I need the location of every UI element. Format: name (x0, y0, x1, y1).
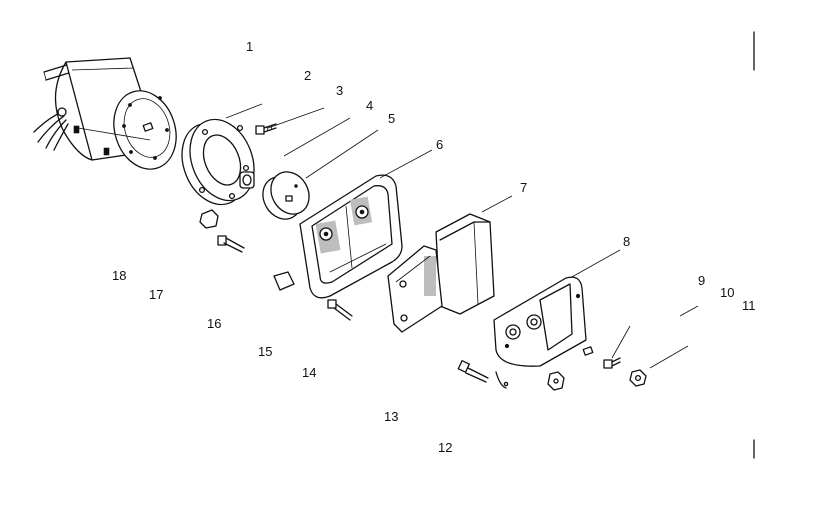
callout-2: 2 (304, 68, 312, 83)
callout-3: 3 (336, 83, 344, 98)
leader-lines (225, 103, 699, 369)
frame-housing-part-6 (299, 174, 403, 299)
knob-part-12 (547, 371, 565, 391)
adapter-ring (181, 118, 255, 206)
screw-part-3 (255, 123, 277, 135)
callout-1: 1 (246, 39, 254, 54)
motor-assembly (33, 57, 177, 170)
callout-7: 7 (520, 180, 528, 195)
screw-part-13 (457, 360, 509, 389)
control-block-part-7 (387, 213, 495, 333)
screw-part-10 (603, 357, 621, 369)
callout-15: 15 (258, 344, 273, 359)
front-plate-part-8 (493, 276, 587, 367)
screw-part-14 (327, 299, 353, 321)
callout-16: 16 (207, 316, 222, 331)
callout-8: 8 (623, 234, 631, 249)
block-part-15 (273, 271, 295, 291)
callout-5: 5 (388, 111, 396, 126)
bolt-part-16 (217, 235, 245, 253)
callout-13: 13 (384, 409, 399, 424)
callout-10: 10 (720, 285, 735, 300)
clip-part-11 (582, 346, 594, 356)
gear-puck-part-5 (262, 171, 310, 220)
callout-4: 4 (366, 98, 374, 113)
callout-17: 17 (149, 287, 164, 302)
callout-11: 11 (742, 298, 756, 313)
callout-14: 14 (302, 365, 317, 380)
cube-part-17 (199, 209, 219, 229)
bushing-part-4 (239, 171, 255, 189)
callout-12: 12 (438, 440, 453, 455)
callout-18: 18 (112, 268, 127, 283)
callout-9: 9 (698, 273, 706, 288)
nut-part-9 (629, 369, 647, 387)
callout-6: 6 (436, 137, 444, 152)
